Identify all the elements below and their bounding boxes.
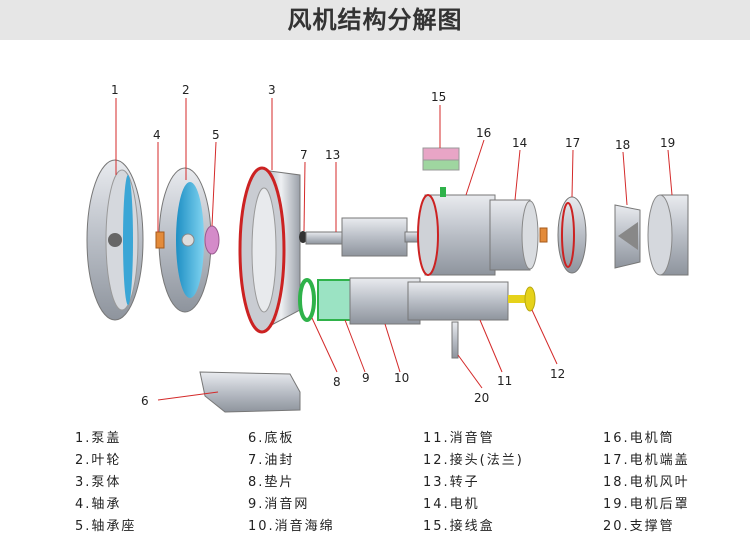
part-oil-seal bbox=[299, 231, 307, 243]
callout-12: 12 bbox=[550, 367, 565, 381]
legend-item: 16.电机筒 bbox=[603, 431, 675, 446]
part-gasket bbox=[298, 278, 316, 322]
part-junction-box bbox=[422, 147, 460, 197]
callout-15: 15 bbox=[431, 90, 446, 104]
exploded-diagram: 1 2 3 4 5 6 7 13 8 9 10 11 12 14 15 16 1… bbox=[86, 83, 689, 413]
legend-item: 5.轴承座 bbox=[75, 519, 137, 534]
legend-item: 14.电机 bbox=[423, 497, 480, 512]
part-base-plate bbox=[199, 371, 301, 413]
callout-5: 5 bbox=[212, 128, 220, 142]
callout-14: 14 bbox=[512, 136, 527, 150]
legend-item: 18.电机风叶 bbox=[603, 475, 690, 490]
part-motor-rear-cover bbox=[647, 194, 689, 276]
callout-19: 19 bbox=[660, 136, 675, 150]
part-impeller bbox=[158, 167, 212, 313]
callout-13: 13 bbox=[325, 148, 340, 162]
page-title: 风机结构分解图 bbox=[287, 6, 463, 34]
legend-item: 13.转子 bbox=[423, 475, 480, 490]
part-rotor bbox=[305, 217, 424, 257]
callout-2: 2 bbox=[182, 83, 190, 97]
callout-20: 20 bbox=[474, 391, 489, 405]
part-motor-fan bbox=[614, 204, 641, 269]
part-silencer-mesh bbox=[317, 279, 355, 321]
callout-11: 11 bbox=[497, 374, 512, 388]
legend-item: 10.消音海绵 bbox=[248, 519, 335, 534]
legend-item: 17.电机端盖 bbox=[603, 453, 690, 468]
part-pump-body bbox=[238, 166, 301, 334]
part-bearing bbox=[155, 231, 165, 249]
leader-lines bbox=[115, 98, 673, 401]
legend-item: 11.消音管 bbox=[423, 431, 495, 446]
legend-item: 1.泵盖 bbox=[75, 431, 122, 446]
part-silencer-tube bbox=[349, 277, 509, 325]
legend-item: 12.接头(法兰) bbox=[423, 453, 524, 468]
legend-item: 9.消音网 bbox=[248, 497, 310, 512]
part-pump-cover bbox=[86, 159, 144, 321]
callout-8: 8 bbox=[333, 375, 341, 389]
callout-7: 7 bbox=[300, 148, 308, 162]
legend-item: 3.泵体 bbox=[75, 475, 122, 490]
legend-item: 4.轴承 bbox=[75, 497, 122, 512]
legend-item: 15.接线盒 bbox=[423, 519, 495, 534]
legend-item: 7.油封 bbox=[248, 453, 295, 468]
callout-1: 1 bbox=[111, 83, 119, 97]
callout-17: 17 bbox=[565, 136, 580, 150]
callout-3: 3 bbox=[268, 83, 276, 97]
callout-4: 4 bbox=[153, 128, 161, 142]
callout-6: 6 bbox=[141, 394, 149, 408]
title-bar bbox=[0, 0, 750, 40]
legend-item: 19.电机后罩 bbox=[603, 497, 690, 512]
callout-10: 10 bbox=[394, 371, 409, 385]
parts-legend: 1.泵盖 2.叶轮 3.泵体 4.轴承 5.轴承座 6.底板 7.油封 8.垫片… bbox=[0, 425, 750, 535]
part-flange bbox=[508, 286, 536, 312]
legend-item: 20.支撑管 bbox=[603, 519, 675, 534]
callout-9: 9 bbox=[362, 371, 370, 385]
legend-item: 6.底板 bbox=[248, 431, 295, 446]
callout-16: 16 bbox=[476, 126, 491, 140]
part-motor-housing bbox=[417, 194, 496, 276]
part-bearing-seat bbox=[204, 225, 220, 255]
part-motor-end-cover bbox=[557, 196, 587, 274]
part-support-tube bbox=[451, 321, 459, 359]
part-motor bbox=[489, 199, 539, 271]
legend-item: 8.垫片 bbox=[248, 475, 295, 490]
callout-18: 18 bbox=[615, 138, 630, 152]
legend-item: 2.叶轮 bbox=[75, 453, 122, 468]
